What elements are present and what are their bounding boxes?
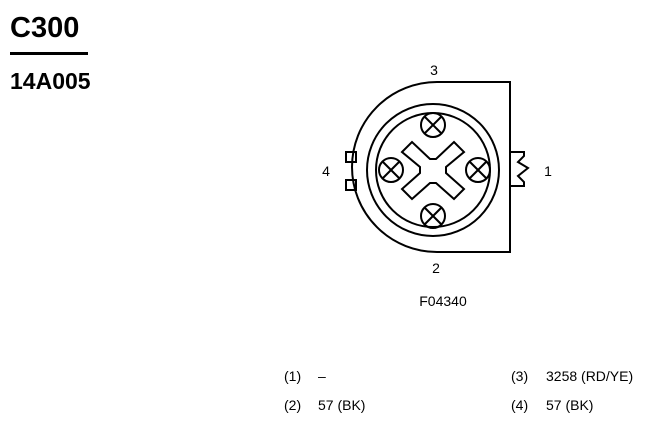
pin-label-3: 3 [430,62,438,78]
pin-label-4: 4 [322,163,330,179]
terminal-pin1 [465,157,491,183]
pin-table-num-3: (3) [511,368,529,384]
connector-housing [351,81,511,253]
pin-table-num-4: (4) [511,397,529,413]
keying-insert [400,140,466,201]
pin-table-circuit-4: 57 (BK) [546,397,594,413]
left-tab-upper [345,151,357,163]
terminal-pin2 [420,203,446,229]
connector-title: C300 [10,12,80,44]
figure-code: F04340 [419,293,467,309]
connector-inner-ring [375,112,491,228]
left-tab-lower [345,179,357,191]
pin-table-num-2: (2) [284,397,302,413]
pin-table-circuit-2: 57 (BK) [318,397,366,413]
pin-table-circuit-3: 3258 (RD/YE) [546,368,634,384]
right-latch [510,151,530,187]
pin-table-num-1: (1) [284,368,302,384]
pin-table-circuit-1: – [318,368,326,384]
pin-label-2: 2 [432,260,440,276]
pin-label-1: 1 [544,163,552,179]
terminal-pin4 [378,157,404,183]
title-underline [10,52,88,55]
terminal-pin3 [420,112,446,138]
connector-part-number: 14A005 [10,68,91,94]
connector-face [366,103,500,237]
